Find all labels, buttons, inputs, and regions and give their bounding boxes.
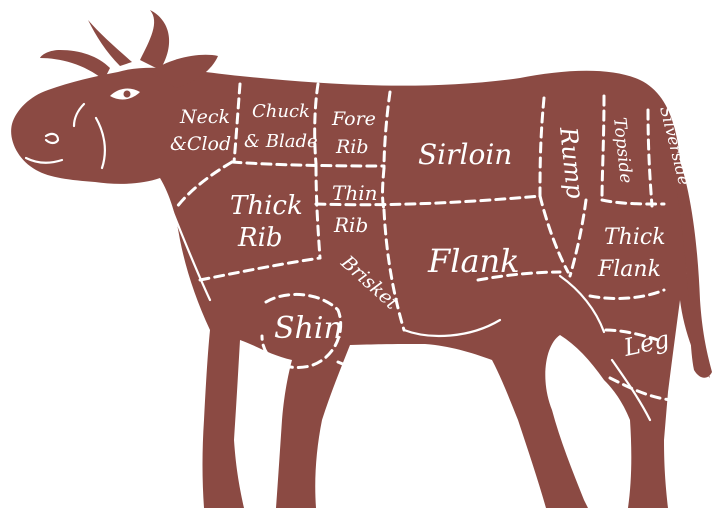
label-sirloin: Sirloin: [418, 138, 512, 171]
label-flank: Flank: [427, 242, 520, 280]
label-thick-line1: Thick: [230, 191, 303, 221]
label-shin: Shin: [274, 311, 343, 346]
label-flank-line2: Flank: [597, 257, 661, 282]
label-rib-line2: Rib: [237, 223, 283, 253]
label-clod-line2: &Clod: [170, 133, 231, 155]
label-rib-line2: Rib: [335, 136, 369, 158]
label-blade-line2: & Blade: [244, 131, 318, 152]
cut-line-shin-leg: [338, 362, 404, 382]
label-neck-line1: Neck: [179, 106, 230, 128]
label-chuck-line1: Chuck: [252, 101, 310, 122]
cow-eye-pupil: [124, 91, 131, 98]
label-thin-line1: Thin: [332, 181, 378, 205]
label-thick-line1: Thick: [604, 225, 666, 250]
cow-horn-right: [140, 10, 169, 70]
label-rib-line2: Rib: [333, 213, 368, 237]
cow-horn-left: [40, 50, 110, 80]
label-fore-line1: Fore: [331, 108, 376, 130]
